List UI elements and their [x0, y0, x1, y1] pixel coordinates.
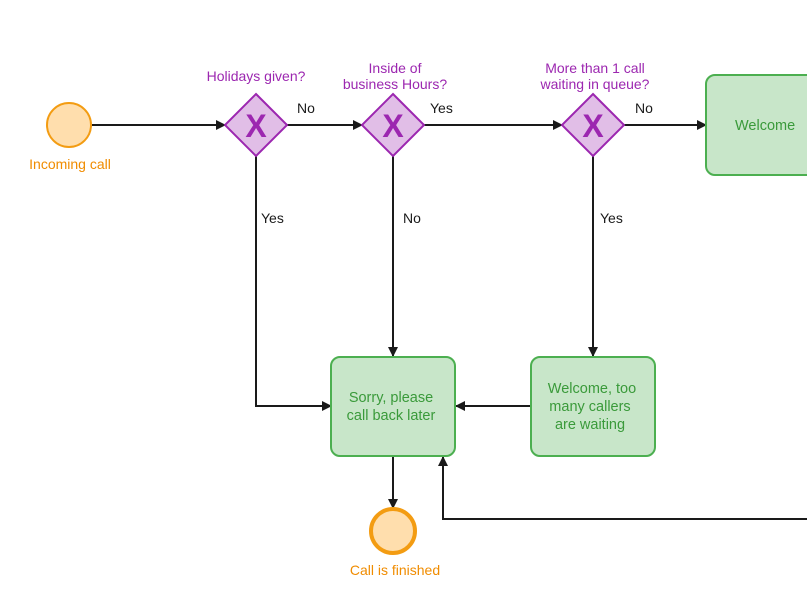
task-too-many-callers-label-line-3: are waiting	[555, 417, 625, 433]
edge-offscreen-to-sorry	[438, 456, 807, 520]
gateway-business-hours-label-line-1: Inside of	[369, 60, 422, 76]
task-too-many-callers[interactable]: Welcome, too many callers are waiting	[530, 356, 656, 457]
task-welcome[interactable]: Welcome	[705, 74, 807, 176]
gateway-queue[interactable]: X More than 1 call waiting in queue?	[540, 60, 650, 158]
start-event-circle[interactable]	[46, 102, 92, 148]
gateway-queue-label-line-2: waiting in queue?	[540, 76, 650, 92]
task-too-many-callers-label-line-1: Welcome, too	[548, 381, 636, 397]
gateway-business-hours-diamond[interactable]	[360, 92, 426, 158]
edge-label-queue-yes: Yes	[600, 210, 623, 226]
gateway-queue-label-line-1: More than 1 call	[545, 60, 645, 76]
edge-label-hours-yes: Yes	[430, 100, 453, 116]
end-event[interactable]: Call is finished	[350, 507, 440, 578]
end-event-label: Call is finished	[350, 562, 440, 578]
task-welcome-box[interactable]	[705, 74, 807, 176]
gateway-business-hours[interactable]: X Inside of business Hours?	[343, 60, 447, 158]
gateway-holidays-diamond[interactable]	[223, 92, 289, 158]
edge-labels: No Yes Yes No No Yes	[261, 100, 653, 226]
task-sorry-label-line-1: Sorry, please	[349, 390, 433, 406]
gateway-holidays-label: Holidays given?	[207, 68, 306, 84]
edge-label-hours-no: No	[403, 210, 421, 226]
task-sorry-box[interactable]	[330, 356, 456, 457]
task-too-many-callers-box[interactable]	[530, 356, 656, 457]
task-sorry-label-line-2: call back later	[347, 408, 436, 424]
task-welcome-label: Welcome	[735, 118, 795, 134]
gateway-holidays-x-icon: X	[245, 108, 267, 144]
edge-holidays-to-sorry	[255, 156, 332, 411]
gateway-business-hours-x-icon: X	[382, 108, 404, 144]
edges	[92, 120, 807, 520]
gateway-queue-x-icon: X	[582, 108, 604, 144]
start-event-label: Incoming call	[29, 156, 111, 172]
end-event-circle[interactable]	[369, 507, 417, 555]
edge-label-queue-no: No	[635, 100, 653, 116]
gateway-holidays[interactable]: X Holidays given?	[207, 68, 306, 158]
start-event[interactable]: Incoming call	[29, 102, 111, 172]
gateway-business-hours-label-line-2: business Hours?	[343, 76, 447, 92]
edge-label-holidays-no: No	[297, 100, 315, 116]
gateway-queue-diamond[interactable]	[560, 92, 626, 158]
task-too-many-callers-label-line-2: many callers	[549, 399, 630, 415]
edge-label-holidays-yes: Yes	[261, 210, 284, 226]
task-sorry[interactable]: Sorry, please call back later	[330, 356, 456, 457]
